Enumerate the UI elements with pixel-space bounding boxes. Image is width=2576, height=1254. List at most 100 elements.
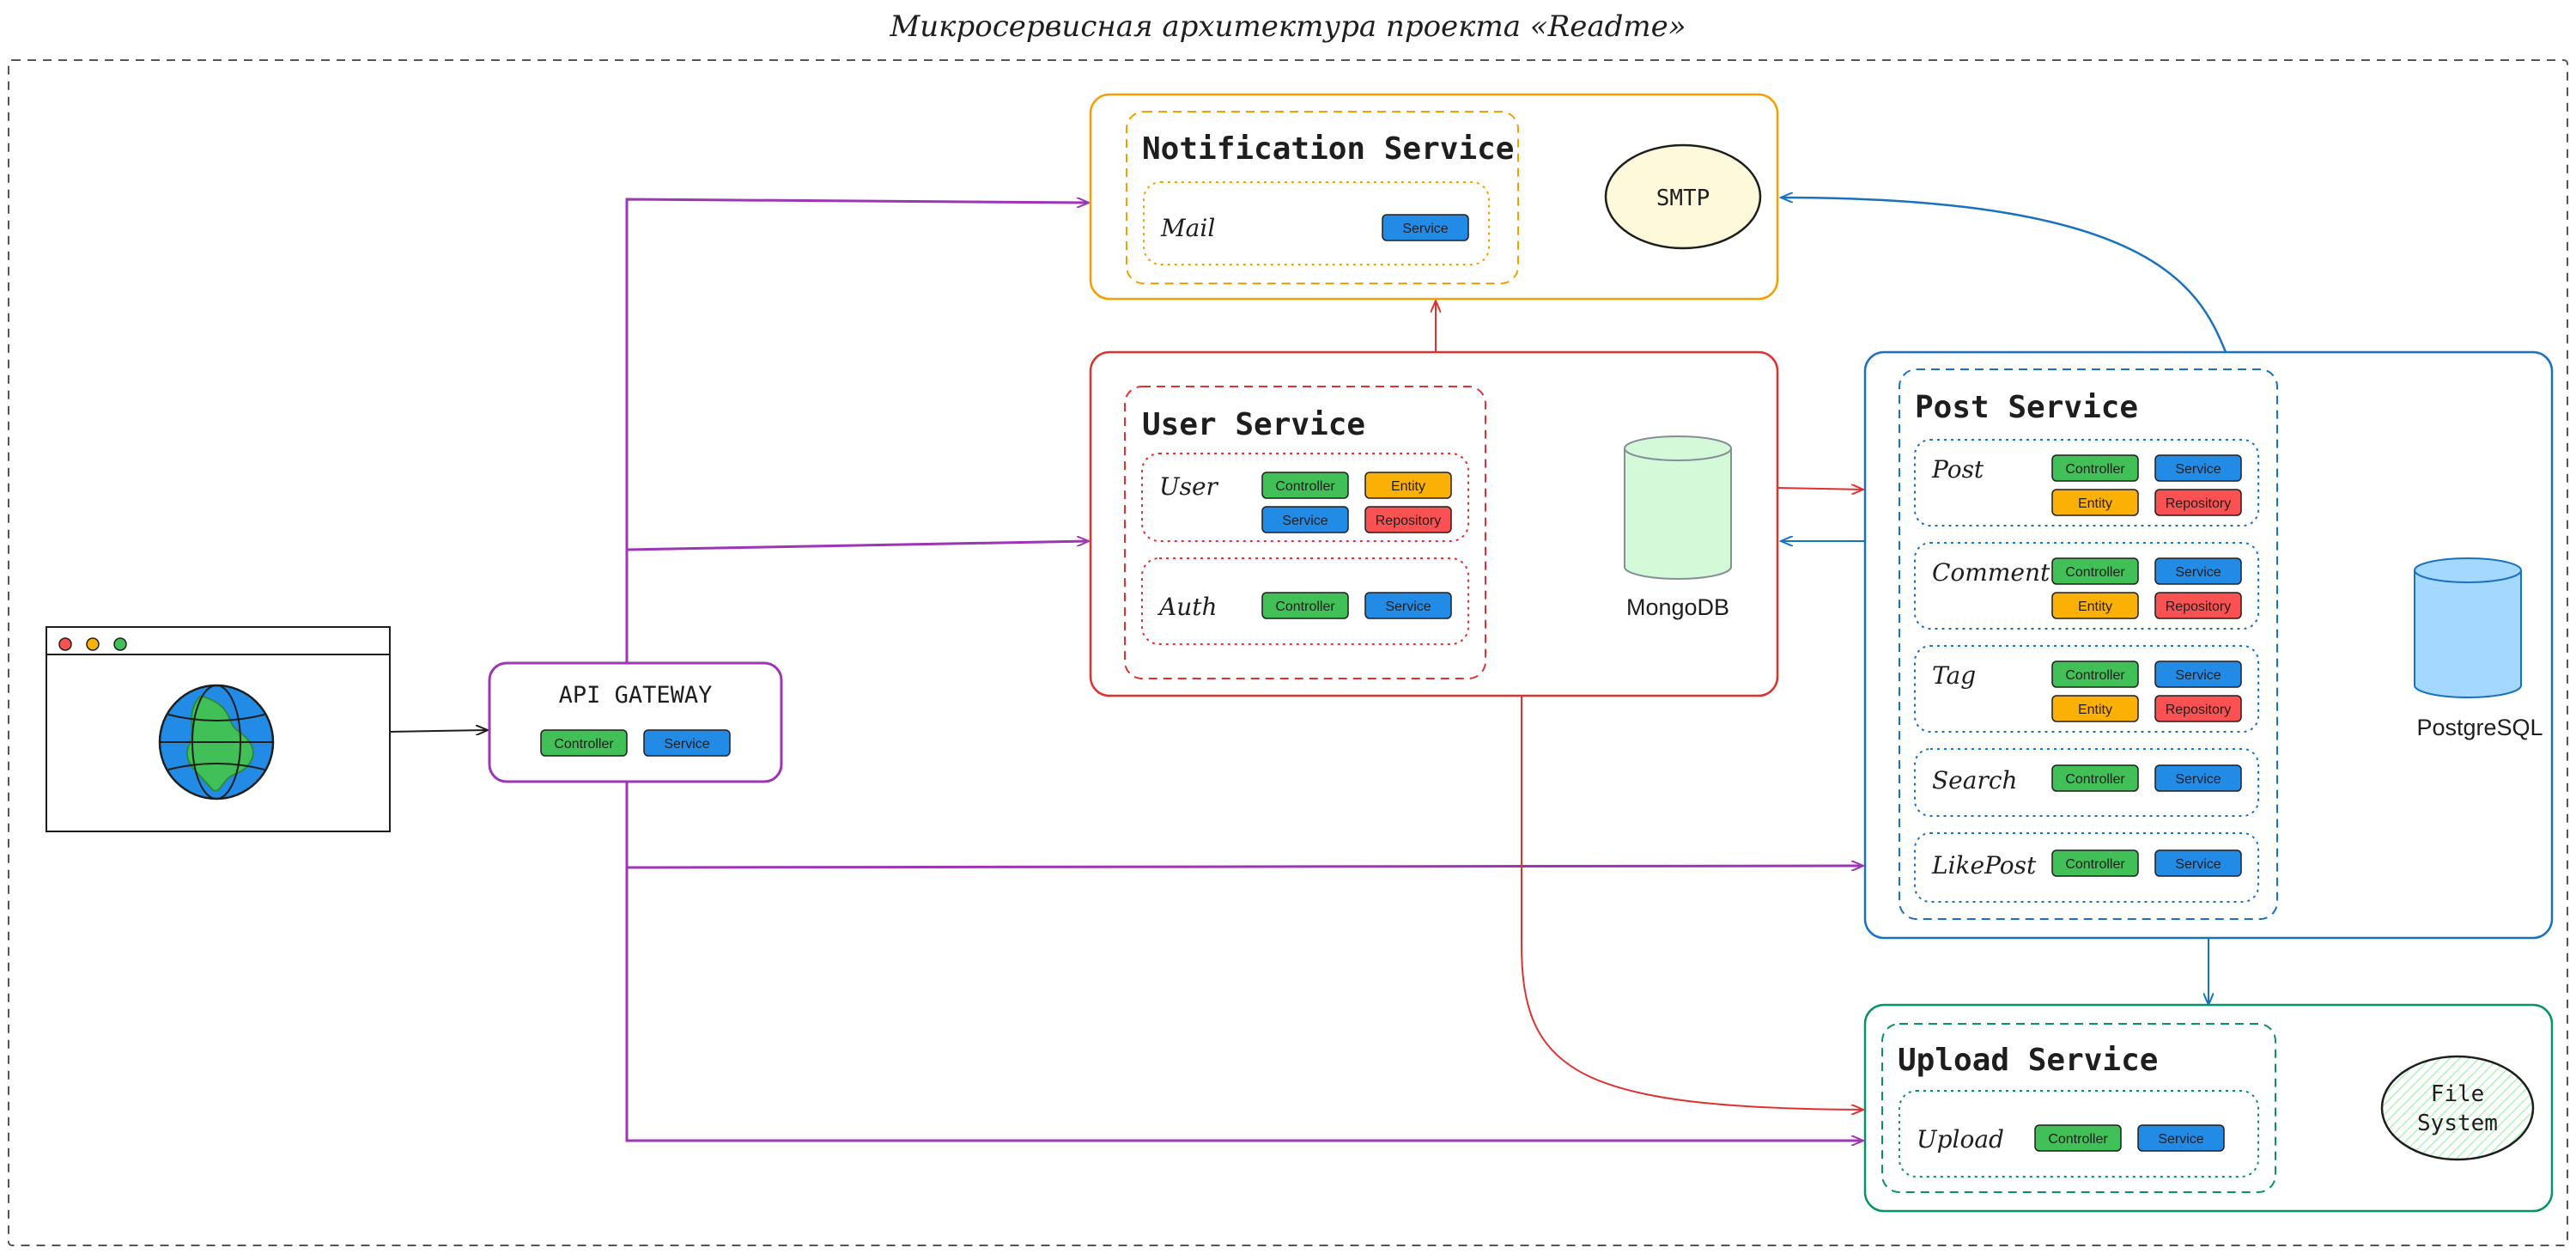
- tag-module: [1914, 645, 2259, 733]
- mongodb-cylinder-icon: [1624, 435, 1732, 580]
- post-repository-chip: [2154, 489, 2242, 516]
- api-gateway-label: API GATEWAY: [559, 682, 713, 709]
- notification-service-title: Notification Service: [1142, 131, 1514, 167]
- gateway-service-chip-label: Service: [664, 737, 709, 752]
- arrow-gateway-to-post: [625, 782, 1863, 867]
- tag-repository-chip-label: Repository: [2166, 703, 2231, 717]
- tag-repository-chip: [2154, 695, 2242, 722]
- auth-service-chip: [1364, 592, 1452, 619]
- arrow-gateway-to-user: [626, 541, 1089, 551]
- auth-module-label: Auth: [1157, 593, 1218, 621]
- upload-service-chip-label: Service: [2158, 1132, 2203, 1147]
- client-browser: [46, 626, 391, 832]
- file-system-label-line1: File: [2431, 1081, 2485, 1107]
- tag-entity-chip-label: Entity: [2078, 703, 2112, 717]
- tag-module-label: Tag: [1932, 661, 1976, 690]
- likepost-controller-chip-label: Controller: [2065, 857, 2125, 872]
- tag-controller-chip-label: Controller: [2065, 668, 2125, 683]
- tag-entity-chip: [2051, 695, 2139, 722]
- globe-icon: [158, 684, 275, 800]
- auth-controller-chip: [1261, 592, 1349, 619]
- post-controller-chip: [2051, 454, 2139, 482]
- mongodb-label: MongoDB: [1626, 594, 1729, 620]
- gateway-controller-chip-label: Controller: [554, 737, 614, 752]
- arrow-gateway-to-notification: [625, 199, 1089, 663]
- post-repository-chip-label: Repository: [2166, 496, 2231, 511]
- file-system-label-line2: System: [2417, 1111, 2498, 1136]
- comment-controller-chip-label: Controller: [2065, 565, 2125, 580]
- arrow-gateway-to-upload: [625, 867, 1863, 1141]
- search-module-label: Search: [1932, 766, 2018, 794]
- upload-inner-box: [1881, 1023, 2276, 1193]
- user-controller-chip-label: Controller: [1275, 479, 1335, 494]
- auth-controller-chip-label: Controller: [1275, 600, 1335, 614]
- comment-controller-chip: [2051, 557, 2139, 585]
- user-repository-chip: [1364, 506, 1452, 533]
- window-minimize-dot-icon: [86, 637, 100, 651]
- upload-service-title: Upload Service: [1898, 1043, 2158, 1078]
- search-controller-chip-label: Controller: [2065, 772, 2125, 787]
- upload-module-label: Upload: [1917, 1125, 2004, 1154]
- mail-service-chip: [1382, 214, 1469, 241]
- user-service: User Service User Controller Entity Serv…: [1089, 350, 1779, 697]
- arrow-post-to-smtp: [1781, 198, 2227, 353]
- comment-repository-chip: [2154, 592, 2242, 619]
- likepost-service-chip: [2154, 849, 2242, 877]
- comment-repository-chip-label: Repository: [2166, 600, 2231, 614]
- comment-entity-chip-label: Entity: [2078, 600, 2112, 614]
- upload-controller-chip-label: Controller: [2048, 1132, 2108, 1147]
- mail-module-label: Mail: [1160, 214, 1215, 242]
- auth-module: [1141, 557, 1469, 645]
- api-gateway: API GATEWAY Controller Service: [488, 661, 783, 783]
- comment-module-label: Comment: [1932, 558, 2050, 587]
- user-entity-chip-label: Entity: [1391, 479, 1425, 494]
- mail-service-chip-label: Service: [1402, 222, 1448, 236]
- post-entity-chip-label: Entity: [2078, 496, 2112, 511]
- upload-module: [1899, 1090, 2259, 1178]
- tag-service-chip: [2154, 660, 2242, 688]
- notification-inner-box: [1126, 111, 1519, 284]
- notification-service-box: [1089, 93, 1779, 301]
- post-entity-chip: [2051, 489, 2139, 516]
- smtp-node: [1604, 143, 1762, 250]
- comment-service-chip: [2154, 557, 2242, 585]
- post-service-box: [1863, 350, 2554, 940]
- arrow-user-to-upload: [1521, 696, 1863, 1110]
- user-service-chip: [1261, 506, 1349, 533]
- gateway-service-chip: [643, 729, 731, 757]
- auth-service-chip-label: Service: [1385, 600, 1431, 614]
- user-service-title: User Service: [1142, 407, 1365, 442]
- notification-service: Notification Service Mail Service SMTP: [1089, 93, 1779, 301]
- post-module: [1914, 439, 2259, 527]
- window-close-dot-icon: [58, 637, 72, 651]
- user-module-label: User: [1159, 472, 1219, 501]
- post-module-label: Post: [1931, 455, 1984, 484]
- user-inner-box: [1124, 386, 1486, 679]
- window-maximize-dot-icon: [113, 637, 127, 651]
- file-system-node: [2380, 1055, 2535, 1161]
- post-service-chip-label: Service: [2175, 462, 2221, 477]
- post-controller-chip-label: Controller: [2065, 462, 2125, 477]
- user-module: [1141, 453, 1469, 542]
- tag-service-chip-label: Service: [2175, 668, 2221, 683]
- arrow-user-to-post: [1777, 488, 1863, 490]
- post-inner-box: [1899, 368, 2278, 920]
- upload-service-chip: [2137, 1124, 2225, 1152]
- user-repository-chip-label: Repository: [1376, 514, 1441, 528]
- comment-module: [1914, 542, 2259, 630]
- post-service-title: Post Service: [1915, 390, 2138, 425]
- tag-controller-chip: [2051, 660, 2139, 688]
- upload-service-box: [1863, 1003, 2554, 1213]
- arrow-client-to-gateway: [387, 730, 488, 732]
- gateway-controller-chip: [540, 729, 628, 757]
- post-service-chip: [2154, 454, 2242, 482]
- api-gateway-box: [488, 661, 783, 783]
- search-service-chip-label: Service: [2175, 772, 2221, 787]
- search-controller-chip: [2051, 764, 2139, 792]
- comment-entity-chip: [2051, 592, 2139, 619]
- user-service-chip-label: Service: [1282, 514, 1327, 528]
- upload-service: Upload Service Upload Controller Service…: [1863, 1003, 2554, 1213]
- likepost-module-label: LikePost: [1931, 851, 2037, 880]
